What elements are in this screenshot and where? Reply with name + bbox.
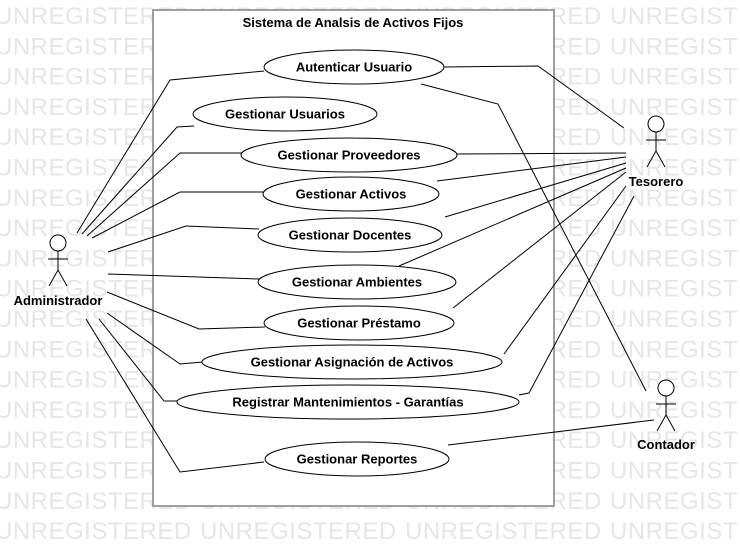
actor-label: Administrador [14, 293, 103, 308]
watermark-text: UNREGISTERED [200, 518, 397, 545]
use-case-gestionar-docentes[interactable]: Gestionar Docentes [257, 217, 443, 253]
use-case-ellipse [263, 49, 445, 85]
association-administrador-gestionar-proveedores [86, 152, 242, 237]
association-administrador-gestionar-prestamo [106, 291, 266, 330]
use-case-ellipse [257, 264, 457, 300]
association-administrador-registrar-mantenimientos [98, 318, 179, 402]
actor-head [49, 234, 67, 252]
use-case-label: Gestionar Asignación de Activos [251, 355, 454, 370]
watermark-text: UNREGISTERED [610, 185, 740, 212]
actor-head [657, 379, 675, 397]
watermark-text: UNREGISTERED [610, 276, 740, 303]
use-case-ellipse [192, 96, 378, 132]
use-case-registrar-mantenimientos[interactable]: Registrar Mantenimientos - Garantías [176, 384, 520, 420]
system-title: Sistema de Analsis de Activos Fijos [243, 15, 464, 30]
actor-administrador[interactable]: Administrador [14, 234, 103, 308]
actor-label: Tesorero [629, 174, 684, 189]
actor-left-leg [48, 269, 59, 287]
association-tesorero-registrar-mantenimientos [518, 195, 635, 396]
stick-figure-icon [48, 234, 68, 287]
association-contador-gestionar-reportes [447, 419, 655, 446]
association-administrador-gestionar-docentes [107, 225, 260, 253]
use-case-gestionar-asignacion[interactable]: Gestionar Asignación de Activos [201, 344, 503, 380]
watermark-text: UNREGISTERED [610, 367, 740, 394]
association-administrador-autenticar-usuario [76, 70, 265, 234]
watermark-text: UNREGISTERED [0, 518, 192, 545]
use-case-label: Gestionar Préstamo [297, 316, 421, 331]
association-administrador-gestionar-usuarios [81, 125, 195, 235]
watermark-text: UNREGISTERED [610, 427, 740, 454]
stick-figure-icon [656, 379, 676, 432]
actor-right-leg [655, 150, 666, 168]
use-case-ellipse [264, 441, 450, 477]
stick-figure-icon [646, 115, 666, 168]
association-lines [76, 65, 655, 473]
use-case-label: Gestionar Ambientes [292, 275, 422, 290]
watermark-text: UNREGISTERED [610, 488, 740, 515]
actor-left-leg [656, 414, 667, 432]
use-case-label: Gestionar Usuarios [225, 107, 345, 122]
watermark-text: UNREGISTERED [610, 64, 740, 91]
association-tesorero-gestionar-docentes [444, 162, 627, 218]
association-tesorero-autenticar-usuario [443, 65, 625, 129]
actor-left-leg [646, 150, 657, 168]
watermark-text: UNREGISTERED [610, 306, 740, 333]
use-case-gestionar-usuarios[interactable]: Gestionar Usuarios [192, 96, 378, 132]
use-case-ellipse [201, 344, 503, 380]
use-case-ellipse [262, 176, 440, 212]
use-case-label: Gestionar Reportes [297, 452, 418, 467]
watermark-text: UNREGISTERED [610, 336, 740, 363]
watermark-text: UNREGISTERED [610, 94, 740, 121]
actor-head [647, 115, 665, 133]
actor-right-leg [57, 269, 68, 287]
actor-tesorero[interactable]: Tesorero [629, 115, 684, 189]
actor-contador[interactable]: Contador [637, 379, 695, 452]
use-case-gestionar-ambientes[interactable]: Gestionar Ambientes [257, 264, 457, 300]
actor-right-leg [665, 414, 676, 432]
watermark-text: UNREGISTERED [610, 33, 740, 60]
use-case-label: Autenticar Usuario [296, 60, 412, 75]
system-boundary [152, 9, 555, 507]
watermark-text: UNREGISTERED [610, 245, 740, 272]
association-tesorero-gestionar-prestamo [452, 171, 627, 309]
association-contador-autenticar-usuario [420, 83, 647, 392]
association-tesorero-gestionar-ambientes [398, 167, 627, 267]
watermark-text: UNREGISTERED [610, 397, 740, 424]
association-administrador-gestionar-activos [91, 191, 264, 239]
use-case-autenticar-usuario[interactable]: Autenticar Usuario [263, 49, 445, 85]
association-administrador-gestionar-ambientes [107, 273, 260, 280]
use-case-gestionar-prestamo[interactable]: Gestionar Préstamo [263, 305, 455, 341]
watermark-text: UNREGISTERED [405, 518, 602, 545]
watermark-text: UNREGISTERED [610, 215, 740, 242]
watermark-text: UNREGISTERED [610, 3, 740, 30]
association-tesorero-gestionar-proveedores [455, 152, 627, 155]
association-administrador-gestionar-asignacion [106, 312, 204, 365]
use-case-gestionar-activos[interactable]: Gestionar Activos [262, 176, 440, 212]
use-case-label: Registrar Mantenimientos - Garantías [232, 395, 463, 410]
actor-label: Contador [637, 437, 695, 452]
watermark-text: UNREGISTERED [610, 458, 740, 485]
use-case-ellipse [257, 217, 443, 253]
use-case-ellipse [176, 384, 520, 420]
watermark-text: UNREGISTERED [610, 124, 740, 151]
association-administrador-gestionar-reportes [85, 318, 265, 473]
use-case-label: Gestionar Activos [296, 187, 407, 202]
watermark-text: UNREGISTERED [610, 155, 740, 182]
use-case-gestionar-reportes[interactable]: Gestionar Reportes [264, 441, 450, 477]
use-case-gestionar-proveedores[interactable]: Gestionar Proveedores [240, 137, 458, 173]
use-case-label: Gestionar Proveedores [277, 148, 420, 163]
use-case-label: Gestionar Docentes [289, 228, 412, 243]
use-case-ellipse [263, 305, 455, 341]
use-case-ellipse [240, 137, 458, 173]
watermark-text: UNREGISTERED [610, 518, 740, 545]
association-tesorero-gestionar-asignacion [503, 185, 627, 355]
